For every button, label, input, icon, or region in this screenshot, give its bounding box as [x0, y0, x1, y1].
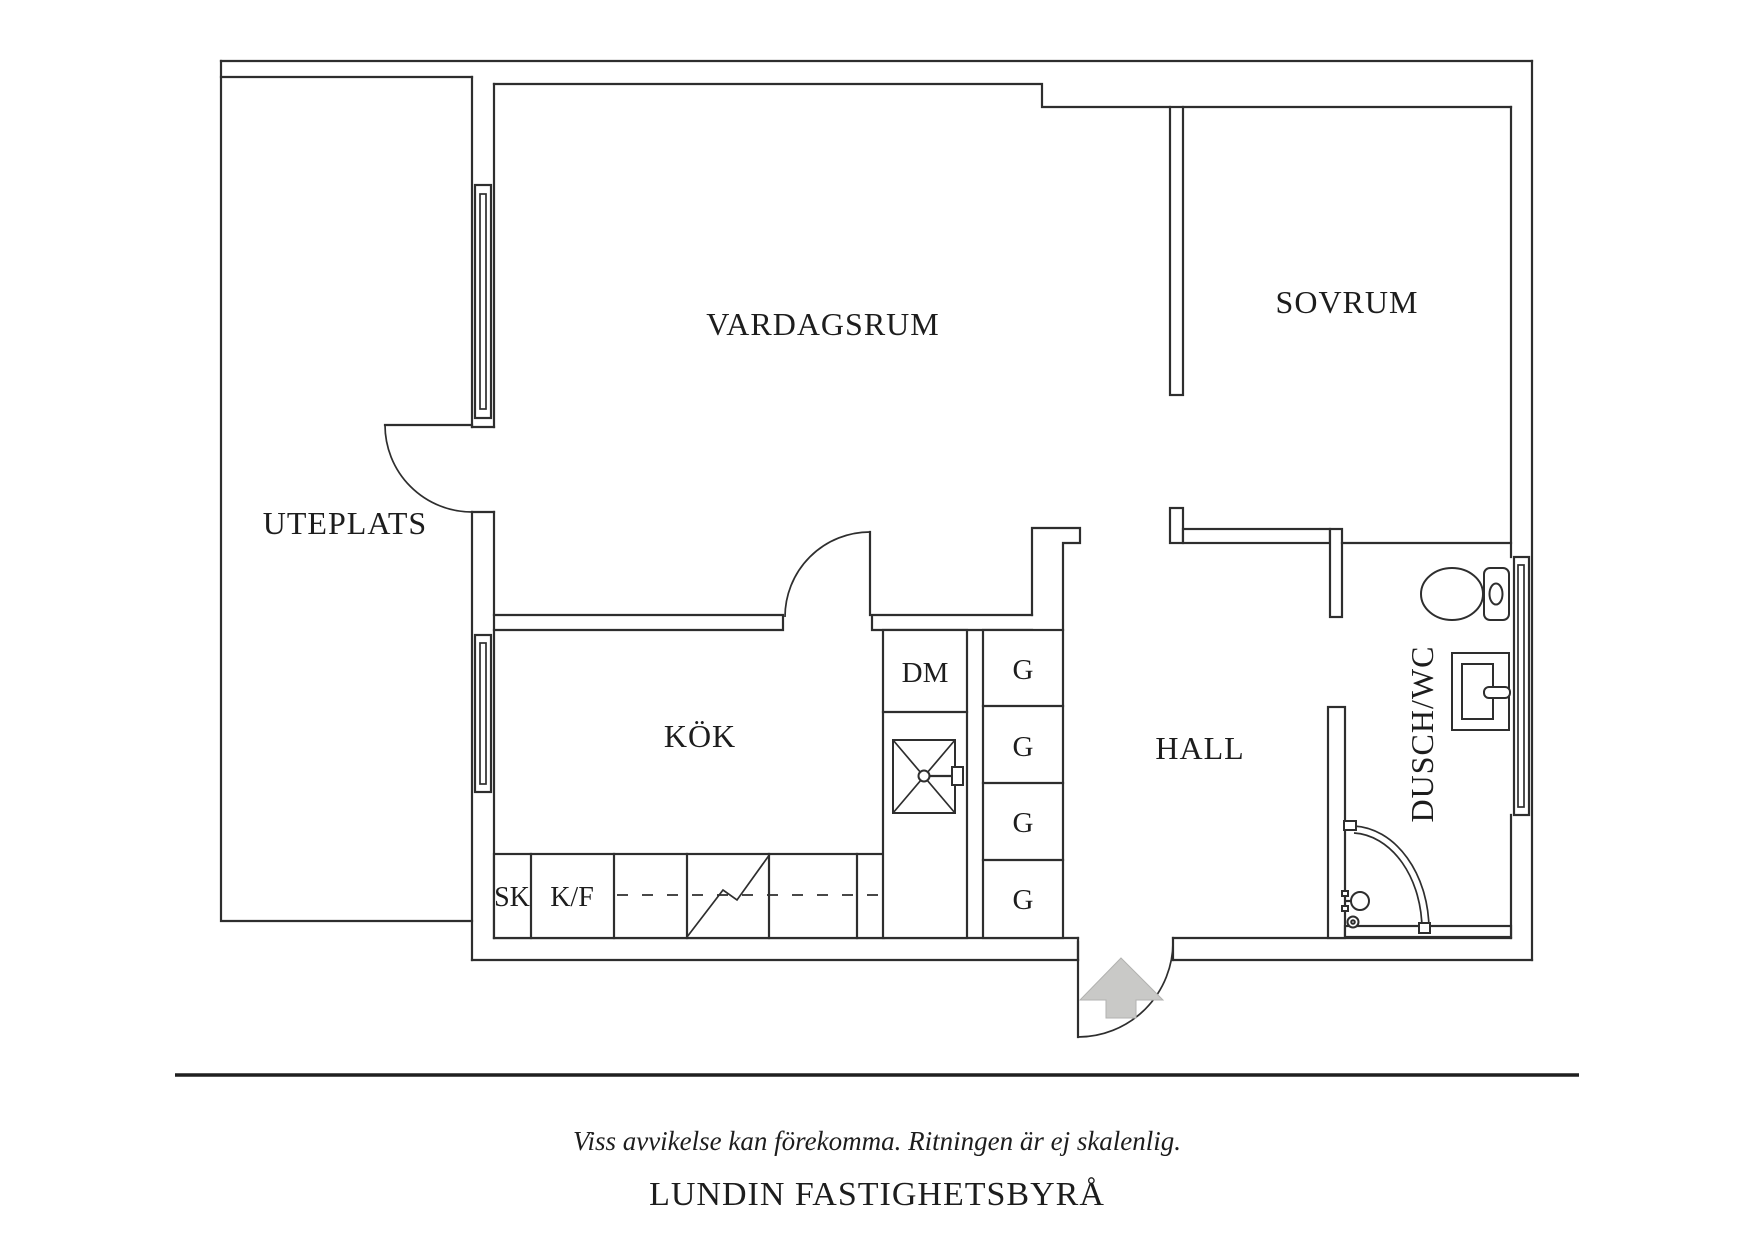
fridge-diagonal-symbol: [686, 853, 771, 938]
label-wardrobe-2: G: [1013, 731, 1034, 763]
window-living-room: [473, 183, 493, 420]
toilet-icon: [1420, 567, 1510, 621]
room-label-kitchen: KÖK: [664, 718, 736, 754]
footer-disclaimer: Viss avvikelse kan förekomma. Ritningen …: [573, 1126, 1181, 1156]
bedroom-partition-wall: [1168, 105, 1185, 397]
wardrobe-column: [981, 628, 1065, 940]
room-label-bathroom: DUSCH/WC: [1404, 646, 1440, 823]
shower-icon: [1341, 820, 1431, 934]
label-cleaning-cabinet: SK: [494, 882, 530, 913]
footer-agency-name: LUNDIN FASTIGHETSBYRÅ: [649, 1176, 1105, 1213]
label-wardrobe-1: G: [1013, 654, 1034, 686]
door-kitchen: [784, 530, 872, 618]
label-fridge-freezer: K/F: [550, 882, 594, 913]
room-label-hall: HALL: [1155, 730, 1244, 766]
kitchen-closet-column: [881, 628, 969, 940]
label-wardrobe-3: G: [1013, 807, 1034, 839]
entrance-arrow-icon: [1078, 957, 1165, 1019]
patio-outline: [219, 59, 474, 923]
label-wardrobe-4: G: [1013, 884, 1034, 916]
kitchen-counter: [492, 852, 886, 940]
door-entrance: [1076, 940, 1174, 1039]
label-dishwasher: DM: [902, 657, 949, 689]
kitchen-sink-icon: [892, 739, 964, 814]
room-label-living-room: VARDAGSRUM: [706, 306, 939, 342]
room-label-patio: UTEPLATS: [263, 505, 427, 541]
washbasin-icon: [1451, 652, 1511, 731]
room-label-bedroom: SOVRUM: [1276, 284, 1419, 320]
exterior-walls: [219, 59, 1534, 962]
window-kitchen: [473, 633, 493, 794]
door-patio: [383, 423, 474, 513]
window-bathroom: [1512, 555, 1531, 817]
